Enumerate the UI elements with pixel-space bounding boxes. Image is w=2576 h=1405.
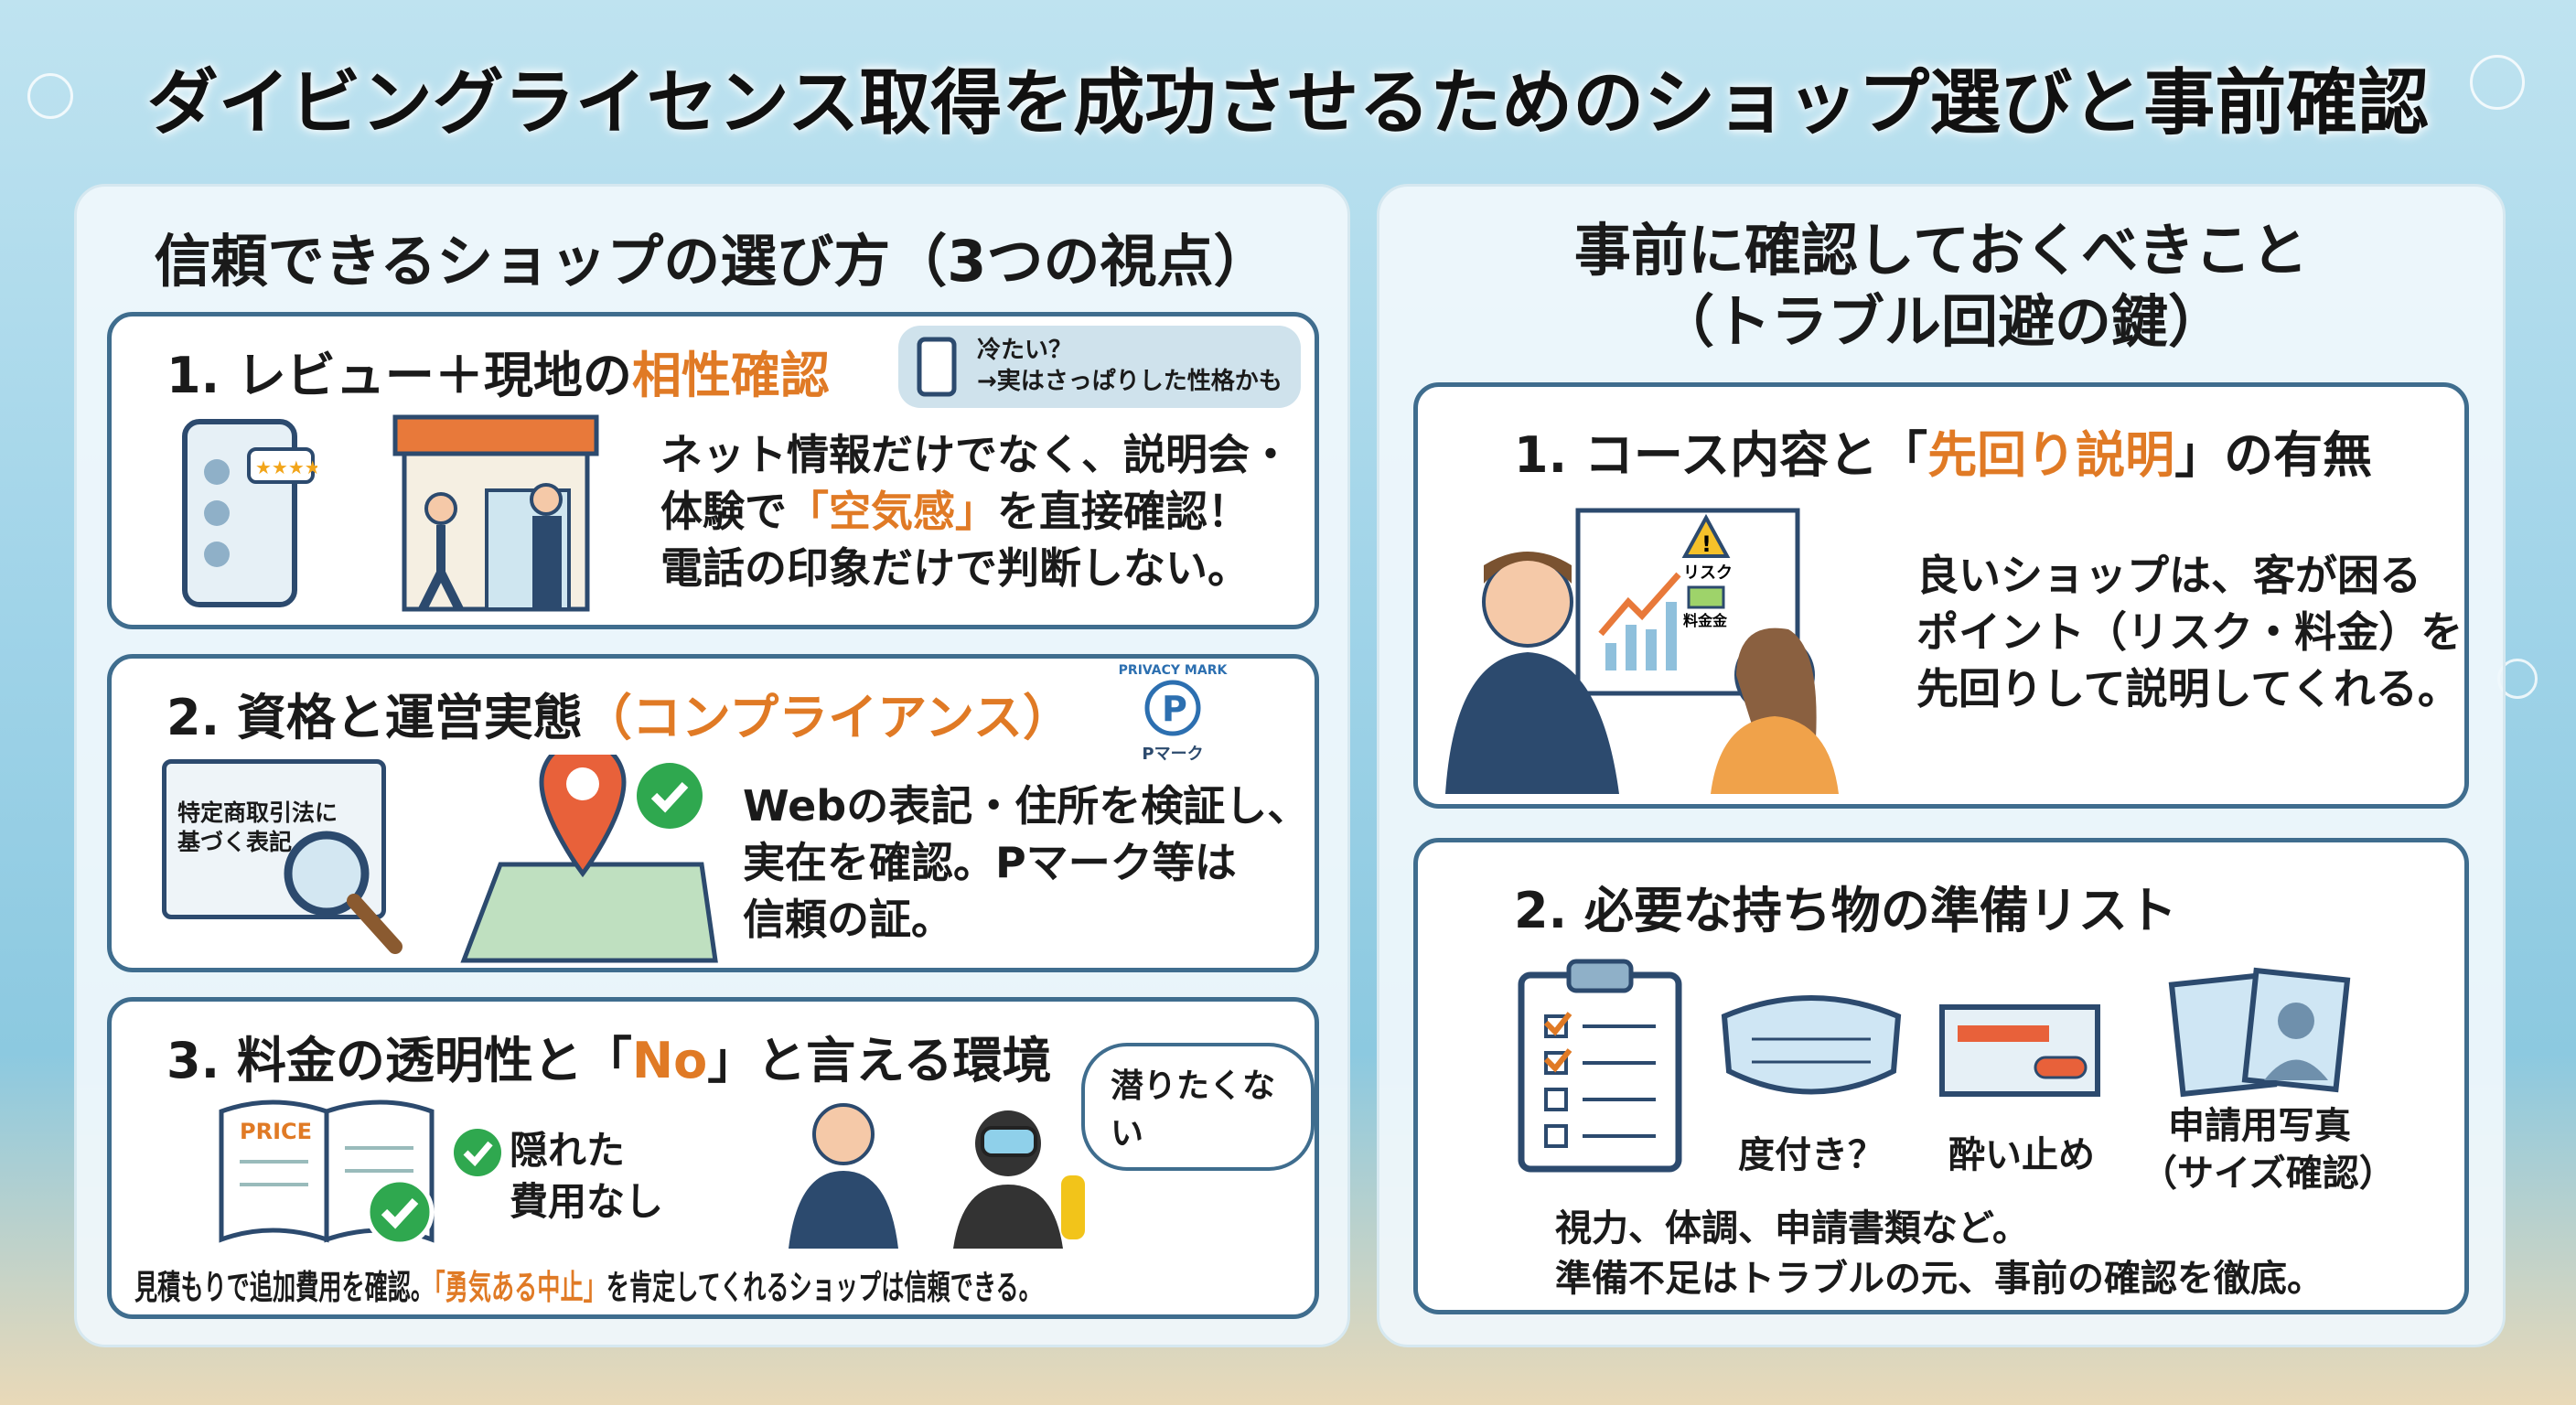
card-body: Webの表記・住所を検証し、実在を確認。Pマーク等は信頼の証。 bbox=[743, 781, 1310, 944]
privacy-mark-text: PRIVACY MARK bbox=[1118, 663, 1228, 678]
medicine-icon bbox=[1939, 1004, 2100, 1097]
speech-bubble: 潜りたくない bbox=[1081, 1043, 1315, 1171]
svg-text:料金金: 料金金 bbox=[1683, 612, 1728, 629]
card-pricing: 3. 料金の透明性と「No」と言える環境 PRICE 隠れた費用なし 潜りたくな… bbox=[107, 997, 1319, 1319]
card-review: 1. レビュー＋現地の相性確認 冷たい？→実はさっぱりした性格かも ★★★★ ネ… bbox=[107, 312, 1319, 629]
svg-text:P: P bbox=[1162, 689, 1187, 729]
svg-text:PRICE: PRICE bbox=[240, 1119, 312, 1144]
card-body: 視力、体調、申請書類など。準備不足はトラブルの元、事前の確認を徹底。 bbox=[1555, 1207, 2324, 1300]
card-compliance: 2. 資格と運営実態（コンプライアンス） PRIVACY MARK P Pマーク… bbox=[107, 654, 1319, 972]
price-book-illustration: PRICE bbox=[219, 1099, 435, 1247]
card-heading: 2. 資格と運営実態（コンプライアンス） bbox=[166, 689, 1073, 746]
smartphone-review-icon: ★★★★ bbox=[182, 419, 317, 607]
card-body: 良いショップは、客が困るポイント（リスク・料金）を先回りして説明してくれる。 bbox=[1916, 551, 2463, 713]
check-icon bbox=[454, 1129, 501, 1176]
page-title: ダイビングライセンス取得を成功させるためのショップ選びと事前確認 bbox=[146, 62, 2430, 145]
map-pin-check-illustration bbox=[460, 755, 718, 963]
card-checklist: 2. 必要な持ち物の準備リスト 度付き？ 酔い止め 申請用写真（サイズ確認） 視… bbox=[1413, 838, 2469, 1314]
photo-icon bbox=[2168, 967, 2351, 1098]
instructor-and-diver-illustration bbox=[789, 1103, 1085, 1249]
svg-text:!: ! bbox=[1701, 531, 1712, 557]
card-footer: 見積もりで追加費用を確認。「勇気ある中止」を肯定してくれるショップは信頼できる。 bbox=[134, 1268, 1042, 1307]
svg-text:リスク: リスク bbox=[1683, 563, 1733, 583]
list-item: 申請用写真（サイズ確認） bbox=[2141, 961, 2396, 1197]
card-body: ネット情報だけでなく、説明会・ 体験で「空気感」を直接確認！ 電話の印象だけで判… bbox=[660, 430, 1292, 593]
list-item: 酔い止め bbox=[1930, 989, 2113, 1178]
privacy-mark-logo: PRIVACY MARK P Pマーク bbox=[1109, 662, 1237, 765]
svg-text:★★★★: ★★★★ bbox=[255, 456, 317, 478]
card-heading: 3. 料金の透明性と「No」と言える環境 bbox=[166, 1032, 1052, 1089]
card-course: 1. コース内容と「先回り説明」の有無 ! リスク料金金 良いショップは、客が困る… bbox=[1413, 382, 2469, 809]
list-item: 度付き？ bbox=[1715, 989, 1907, 1178]
left-heading: 信頼できるショップの選び方（3つの視点） bbox=[154, 228, 1271, 295]
checklist-icon bbox=[1518, 959, 1682, 1173]
shop-visit-illustration bbox=[392, 414, 599, 612]
card-heading: 1. レビュー＋現地の相性確認 bbox=[166, 347, 830, 404]
bubble-decoration bbox=[2470, 55, 2525, 110]
right-heading: 事前に確認しておくべきこと（トラブル回避の鍵） bbox=[1573, 217, 2309, 355]
card-heading: 2. 必要な持ち物の準備リスト bbox=[1514, 882, 2177, 939]
bubble-decoration bbox=[27, 73, 73, 119]
magnifier-icon bbox=[284, 831, 402, 954]
mask-icon bbox=[1721, 995, 1902, 1095]
card-heading: 1. コース内容と「先回り説明」の有無 bbox=[1514, 426, 2373, 484]
phone-icon bbox=[917, 337, 957, 397]
note-bubble: 冷たい？→実はさっぱりした性格かも bbox=[898, 326, 1301, 408]
